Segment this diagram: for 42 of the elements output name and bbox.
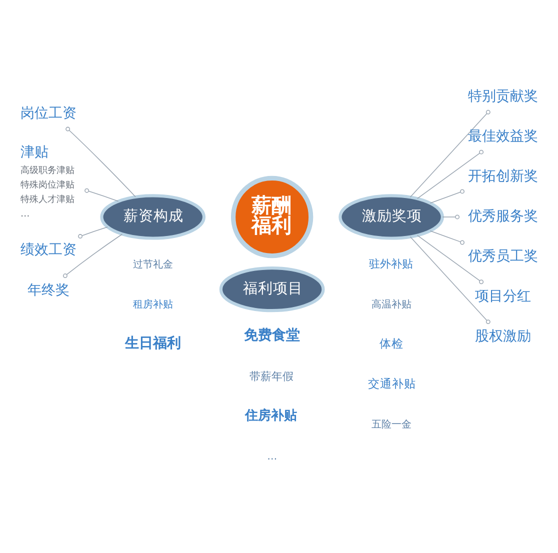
connector: [416, 149, 484, 198]
node-text: 开拓创新奖: [468, 168, 538, 184]
connector: [410, 109, 490, 198]
label: 交通补贴: [368, 376, 416, 390]
connector: [66, 126, 136, 197]
node-text: 岗位工资: [20, 104, 77, 121]
connector: [416, 234, 484, 284]
label: 带薪年假: [250, 369, 294, 382]
node-ellipse: 福利项目: [219, 266, 325, 312]
node-text: 优秀服务奖: [468, 208, 538, 224]
node-text: 绩效工资: [20, 242, 77, 258]
node-ellipse: 薪资构成: [100, 194, 206, 240]
label: 驻外补贴: [368, 257, 413, 270]
label: 生日福利: [124, 334, 181, 351]
connector: [84, 188, 119, 202]
node-ellipse: 激励奖项: [338, 194, 444, 240]
label: 体检: [379, 336, 404, 350]
node-text: 项目分红: [475, 288, 532, 304]
label: 住房补贴: [245, 408, 298, 423]
node-label: 高级职务津贴: [20, 164, 75, 176]
node-text: 股权激励: [475, 328, 532, 344]
node-text: 特别贡献奖: [468, 88, 538, 104]
label: 高温补贴: [371, 298, 412, 310]
node-label: 特殊岗位津贴: [20, 178, 75, 190]
connector: [430, 230, 464, 244]
node-text: 优秀员工奖: [468, 248, 538, 264]
node-label: …: [20, 208, 30, 220]
node-label: 特殊人才津贴: [20, 194, 75, 205]
label: 租房补贴: [132, 298, 173, 310]
connector: [410, 236, 490, 324]
connector: [442, 214, 460, 219]
connector: [62, 233, 123, 278]
node-text: 最佳效益奖: [468, 128, 538, 144]
node-text: 津贴: [20, 144, 49, 160]
label: …: [267, 451, 278, 462]
connector: [78, 226, 108, 238]
connector: [430, 188, 464, 203]
label: 免费食堂: [244, 327, 300, 344]
label: 五险一金: [371, 418, 412, 430]
node-circle: 薪酬福利: [230, 175, 314, 258]
label: 过节礼金: [132, 258, 173, 270]
node-text: 年终奖: [27, 282, 70, 298]
